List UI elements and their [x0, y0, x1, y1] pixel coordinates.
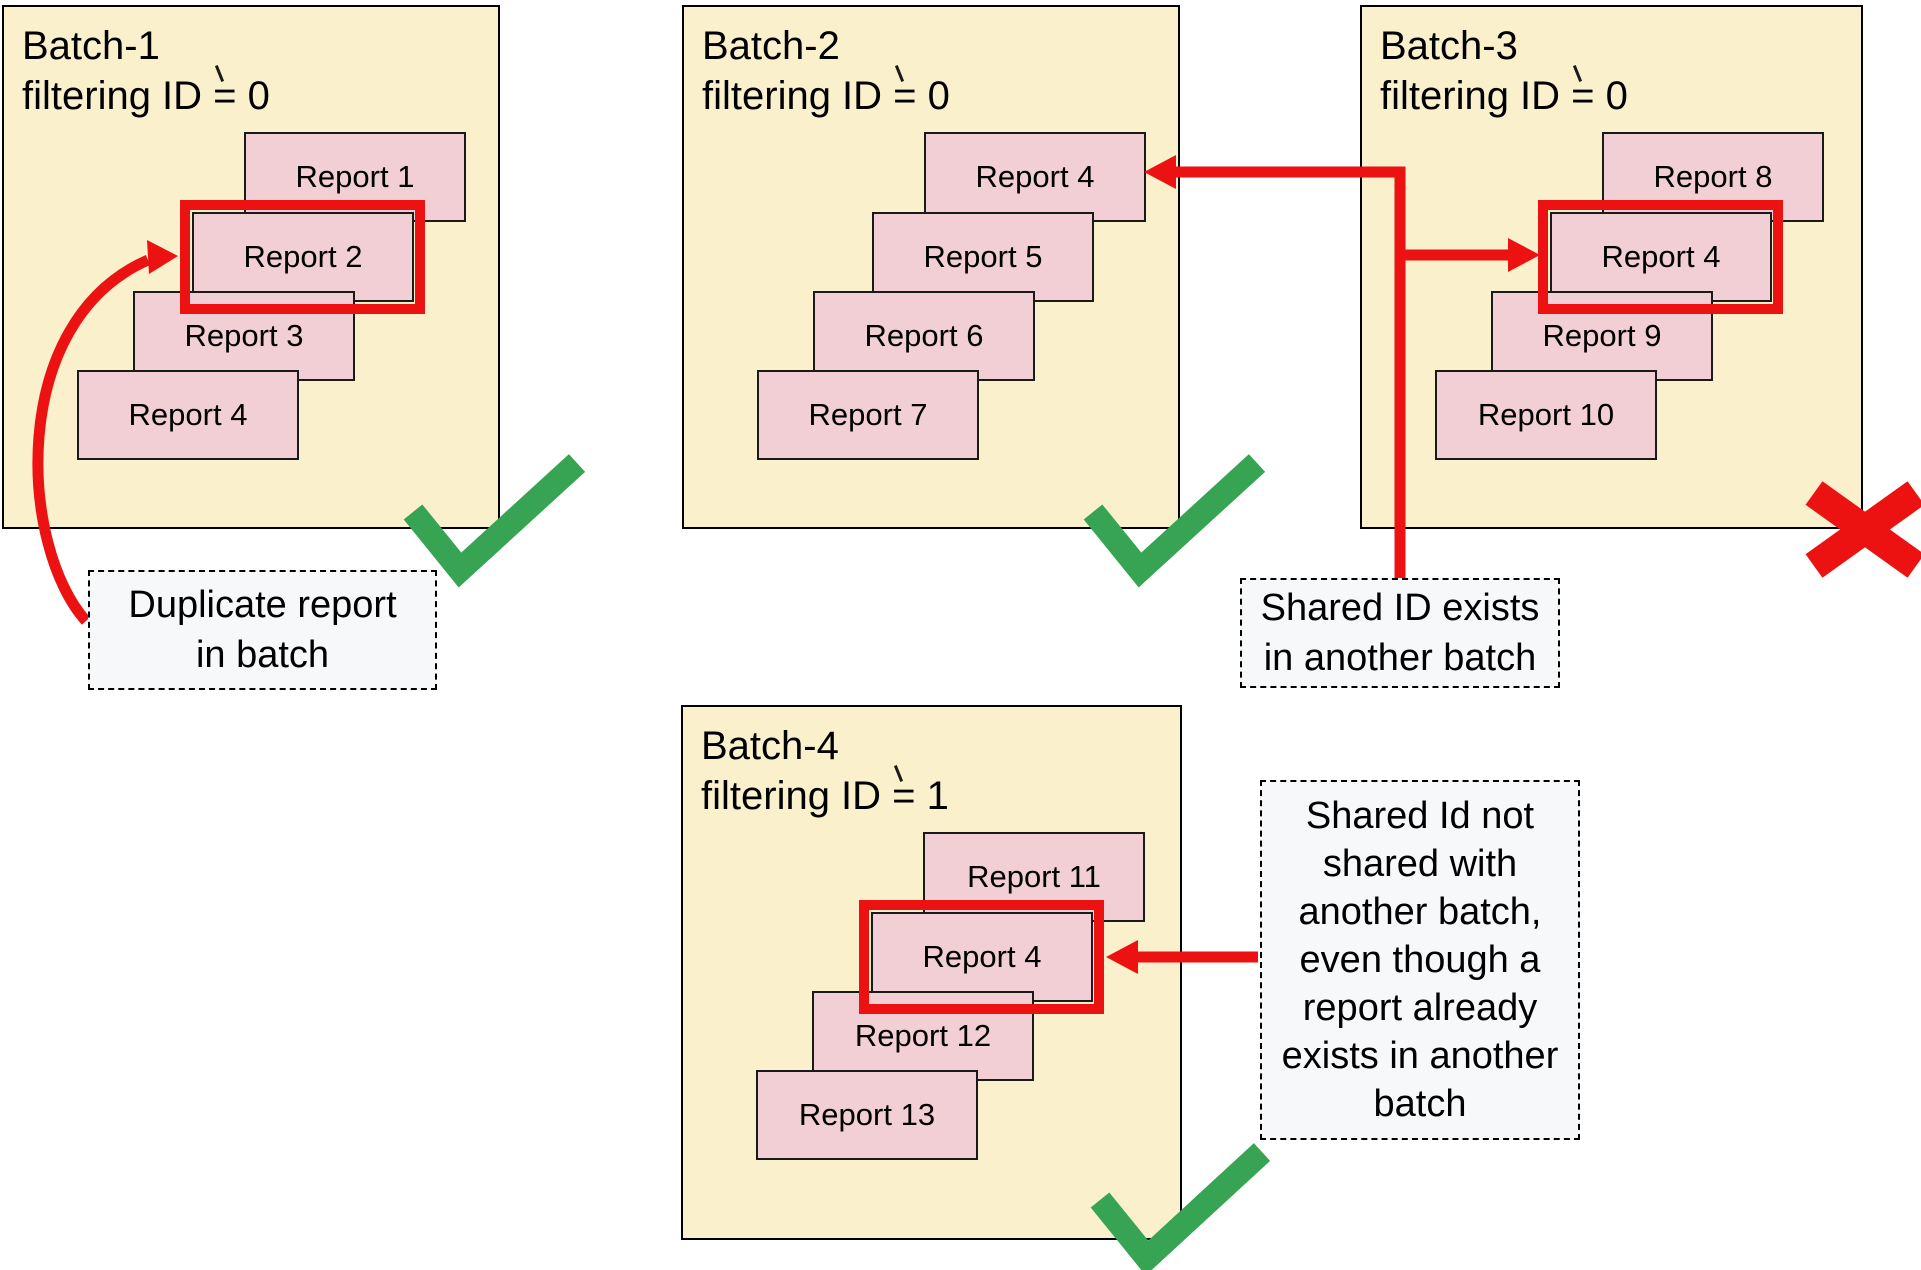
batch-1-name: Batch-1	[22, 24, 160, 68]
report-card: Report 4	[1550, 212, 1772, 302]
batch-4-title: Batch-4 filtering ID = 1	[701, 721, 949, 821]
duplicate-highlight-box	[180, 200, 425, 314]
not-shared-highlight-box	[859, 900, 1104, 1014]
batch-3-panel: Batch-3 filtering ID = 0 Report 8 Report …	[1360, 5, 1863, 529]
report-card: Report 5	[872, 212, 1094, 302]
batch-2-panel: Batch-2 filtering ID = 0 Report 4 Report …	[682, 5, 1180, 529]
report-label: Report 4	[1601, 239, 1721, 274]
report-card: Report 4	[924, 132, 1146, 222]
batch-1-filter: filtering ID = 0	[22, 74, 270, 118]
report-card: Report 4	[77, 370, 299, 460]
report-label: Report 2	[243, 239, 363, 274]
report-label: Report 8	[1653, 159, 1773, 194]
batch-3-name: Batch-3	[1380, 24, 1518, 68]
batch-3-filter: filtering ID = 0	[1380, 74, 1628, 118]
report-card: Report 10	[1435, 370, 1657, 460]
batch-4-name: Batch-4	[701, 724, 839, 768]
report-label: Report 5	[923, 239, 1043, 274]
report-label: Report 6	[864, 318, 984, 353]
report-card: Report 6	[813, 291, 1035, 381]
batch-4-filter: filtering ID = 1	[701, 774, 949, 818]
report-label: Report 4	[975, 159, 1095, 194]
not-shared-note: Shared Id not shared with another batch,…	[1260, 780, 1580, 1140]
batch-4-panel: Batch-4 filtering ID = 1 Report 11 Report…	[681, 705, 1182, 1240]
shared-id-highlight-box	[1538, 200, 1783, 314]
report-label: Report 11	[967, 859, 1101, 894]
report-label: Report 4	[922, 939, 1042, 974]
batch-2-filter: filtering ID = 0	[702, 74, 950, 118]
report-card: Report 13	[756, 1070, 978, 1160]
report-label: Report 9	[1542, 318, 1662, 353]
duplicate-note: Duplicate report in batch	[88, 570, 437, 690]
report-label: Report 12	[854, 1018, 992, 1053]
batch-1-title: Batch-1 filtering ID = 0	[22, 21, 270, 121]
batch-3-title: Batch-3 filtering ID = 0	[1380, 21, 1628, 121]
report-card: Report 7	[757, 370, 979, 460]
batch-2-name: Batch-2	[702, 24, 840, 68]
report-label: Report 4	[128, 397, 248, 432]
not-shared-note-text: Shared Id not shared with another batch,…	[1281, 795, 1559, 1125]
shared-id-note-text: Shared ID exists in another batch	[1260, 587, 1540, 679]
report-label: Report 10	[1477, 397, 1615, 432]
report-label: Report 13	[798, 1097, 936, 1132]
batch-2-title: Batch-2 filtering ID = 0	[702, 21, 950, 121]
duplicate-note-text: Duplicate report in batch	[128, 584, 397, 676]
report-card: Report 4	[871, 912, 1093, 1002]
report-label: Report 3	[184, 318, 304, 353]
report-label: Report 7	[808, 397, 928, 432]
shared-id-note: Shared ID exists in another batch	[1240, 578, 1560, 688]
batch-1-panel: Batch-1 filtering ID = 0 Report 1 Report …	[2, 5, 500, 529]
report-label: Report 1	[295, 159, 415, 194]
